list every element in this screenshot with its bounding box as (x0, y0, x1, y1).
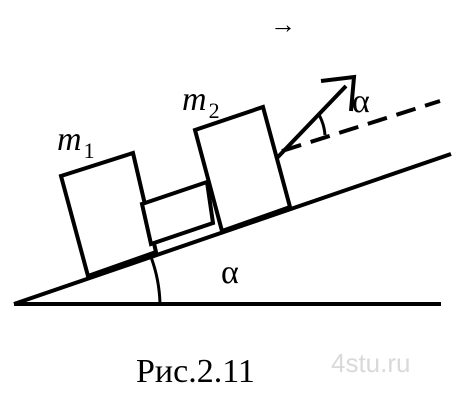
block-m1 (58, 150, 159, 279)
incline-angle-label: α (221, 254, 239, 291)
figure-caption: Рис.2.11 (136, 353, 255, 390)
force-angle-label: α (352, 83, 370, 120)
force-angle-arc (316, 112, 327, 136)
incline-angle-arc (149, 256, 162, 305)
force-arrow-head (320, 74, 357, 112)
mass1-subscript: 1 (84, 138, 95, 163)
connector-rod (139, 179, 216, 247)
watermark-text: 4stu.ru (331, 348, 411, 378)
dashed-reference-line (281, 99, 441, 153)
mass2-subscript: 2 (209, 98, 220, 123)
force-arrow-shaft (274, 84, 348, 161)
block-m2 (192, 104, 293, 234)
mass2-label: m2 (182, 81, 220, 123)
mass1-label: m1 (57, 121, 95, 163)
vector-arrow-symbol: → (270, 10, 296, 39)
